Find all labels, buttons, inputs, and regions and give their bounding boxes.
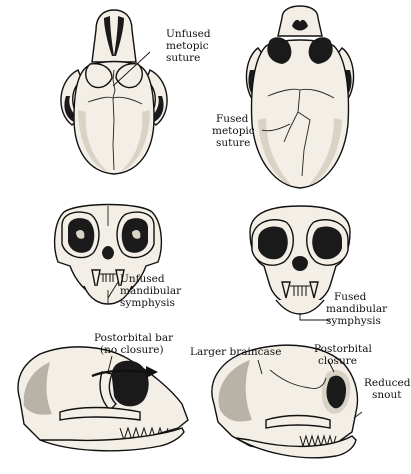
label-line: suture — [166, 52, 200, 64]
label-fused-metopic: Fused metopic suture — [212, 113, 255, 149]
label-reduced-snout: Reduced snout — [364, 377, 411, 401]
label-line: metopic — [212, 125, 255, 137]
label-unfused-mandibular: Unfused mandibular symphysis — [120, 273, 182, 309]
label-line: symphysis — [326, 315, 381, 327]
skull-top-view-unfused — [61, 10, 167, 174]
label-line: mandibular — [326, 303, 388, 315]
label-line: Unfused — [120, 273, 165, 285]
label-line: symphysis — [120, 297, 175, 309]
label-line: Postorbital bar — [94, 332, 174, 344]
label-line: (no closure) — [100, 344, 164, 356]
label-unfused-metopic: Unfused metopic suture — [166, 28, 211, 64]
label-line: metopic — [166, 40, 209, 52]
label-line: Unfused — [166, 28, 211, 40]
label-fused-mandibular: Fused mandibular symphysis — [326, 291, 388, 327]
label-larger-braincase: Larger braincase — [190, 346, 281, 358]
label-line: suture — [216, 137, 250, 149]
label-line: Reduced — [364, 377, 411, 389]
label-line: mandibular — [120, 285, 182, 297]
label-line: Fused — [334, 291, 367, 303]
label-line: snout — [372, 389, 402, 401]
label-line: Postorbital — [314, 343, 372, 355]
label-line: Fused — [216, 113, 249, 125]
label-postorbital-closure: Postorbital closure — [314, 343, 372, 367]
label-line: closure — [318, 355, 357, 367]
skull-top-view-fused — [246, 6, 353, 188]
skull-side-view-bar — [18, 347, 188, 451]
label-postorbital-bar: Postorbital bar (no closure) — [94, 332, 174, 356]
